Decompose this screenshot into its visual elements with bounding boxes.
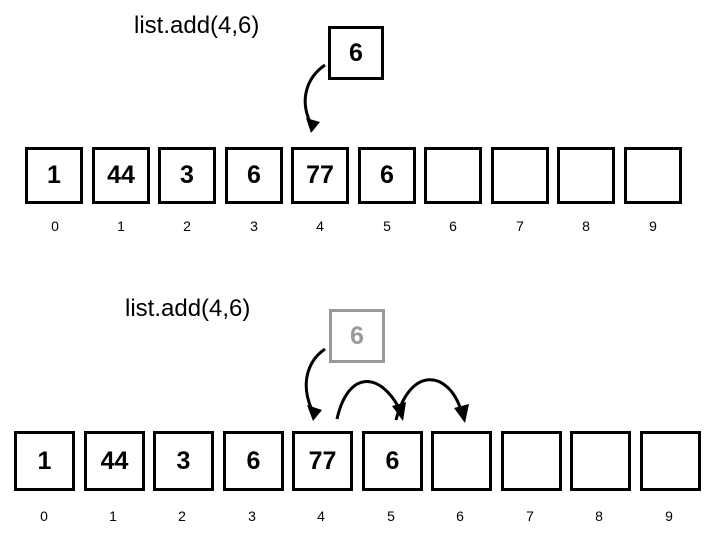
index-label: 9: [649, 218, 657, 234]
code-label: list.add(4,6): [134, 12, 260, 39]
index-label: 6: [449, 218, 457, 234]
insert-arrow: [304, 347, 326, 411]
index-label: 7: [526, 508, 534, 524]
index-label: 0: [40, 508, 48, 524]
array-cell: [557, 147, 615, 204]
incoming-value-box-ghost: 6: [329, 309, 385, 363]
array-cell: [431, 431, 492, 491]
index-label: 3: [250, 218, 258, 234]
array-cell: 3: [153, 431, 214, 491]
array-cell: 1: [14, 431, 75, 491]
array-cell: [570, 431, 631, 491]
index-label: 1: [117, 218, 125, 234]
arrowhead: [307, 405, 322, 421]
index-label: 7: [516, 218, 524, 234]
array-cell: 6: [225, 147, 283, 204]
index-label: 9: [665, 508, 673, 524]
index-label: 3: [248, 508, 256, 524]
array-cell: 6: [358, 147, 416, 204]
index-label: 0: [51, 218, 59, 234]
index-label: 6: [456, 508, 464, 524]
array-cell: [640, 431, 701, 491]
array-cell: 44: [84, 431, 145, 491]
array-cell: 6: [362, 431, 423, 491]
arrowhead: [454, 404, 469, 423]
code-label: list.add(4,6): [125, 295, 251, 322]
array-cell: 77: [292, 431, 353, 491]
array-cell: 44: [92, 147, 150, 204]
shift-arrow-4-to-5: [335, 380, 401, 420]
array-cell: [424, 147, 482, 204]
insert-arrow: [303, 63, 326, 123]
index-label: 8: [595, 508, 603, 524]
index-label: 2: [178, 508, 186, 524]
index-label: 2: [183, 218, 191, 234]
index-label: 5: [387, 508, 395, 524]
array-cell: [501, 431, 562, 491]
index-label: 5: [383, 218, 391, 234]
array-cell: 77: [291, 147, 349, 204]
index-label: 4: [316, 218, 324, 234]
index-label: 1: [109, 508, 117, 524]
index-label: 8: [582, 218, 590, 234]
array-cell: [491, 147, 549, 204]
array-cell: 3: [158, 147, 216, 204]
index-label: 4: [317, 508, 325, 524]
array-cell: [624, 147, 682, 204]
incoming-value-box: 6: [328, 26, 384, 80]
array-cell: 6: [223, 431, 284, 491]
shift-arrow-5-to-6: [394, 378, 463, 421]
array-cell: 1: [25, 147, 83, 204]
arrowhead: [306, 118, 320, 133]
